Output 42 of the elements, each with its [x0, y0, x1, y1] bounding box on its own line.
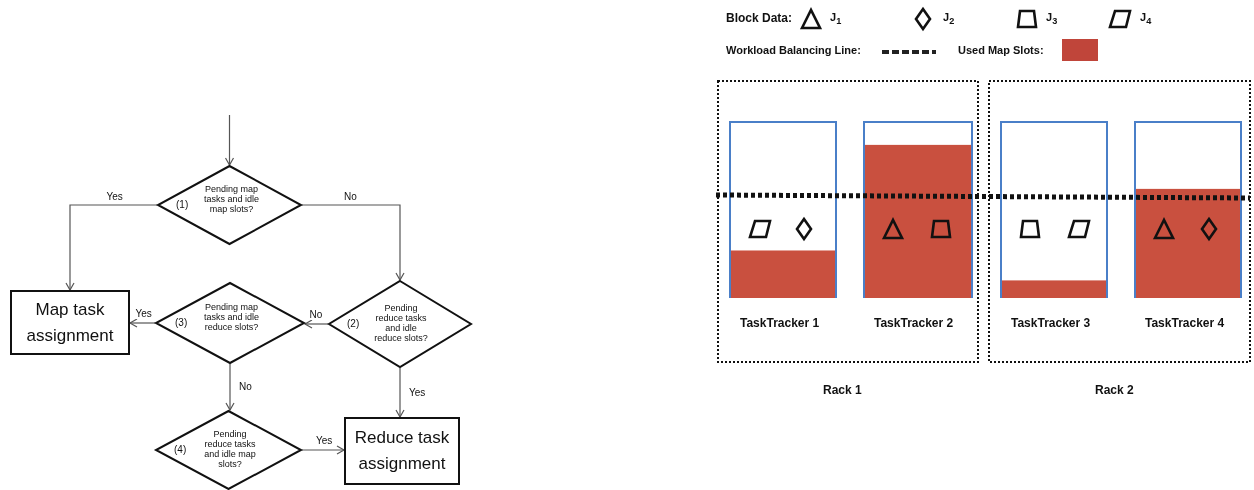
- rack-label: Rack 2: [1095, 383, 1134, 397]
- edge-label: Yes: [134, 308, 153, 319]
- edge-label: Yes: [408, 386, 427, 398]
- legend-label: J$_{2}$: [943, 11, 955, 27]
- legend-label: J$_{1}$: [830, 11, 842, 27]
- legend-label: J$_{4}$: [1140, 11, 1152, 27]
- arrow: [129, 318, 156, 328]
- step-number: (3): [175, 317, 188, 328]
- edge-label: No: [308, 309, 324, 320]
- decision-text: Pending map tasks and idle map slots?: [202, 184, 260, 214]
- legend-label: Workload Balancing Line:: [726, 44, 861, 56]
- edge-label: No: [343, 191, 358, 202]
- edge-label: Yes: [105, 191, 124, 202]
- legend-heading: Block Data:: [726, 11, 793, 25]
- edge-label: Yes: [315, 435, 334, 446]
- decision-diamond: [155, 410, 302, 490]
- arrow: [225, 363, 235, 411]
- tasktracker-label: TaskTracker 1: [740, 316, 820, 330]
- arrow: [65, 204, 158, 291]
- edge-label: No: [238, 381, 253, 392]
- decision-text: Pending reduce tasks and idle reduce slots?: [373, 303, 429, 343]
- process-box: Map task assignment: [10, 290, 130, 355]
- step-number: (1): [176, 199, 189, 210]
- arrow: [301, 204, 405, 281]
- arrow: [301, 445, 345, 455]
- step-number: (2): [347, 318, 360, 329]
- legend-label: Used Map Slots:: [958, 44, 1044, 56]
- tasktracker-label: TaskTracker 3: [1011, 316, 1091, 330]
- arrow: [304, 319, 329, 329]
- process-box: Reduce task assignment: [344, 417, 460, 485]
- tasktracker-label: TaskTracker 4: [1145, 316, 1225, 330]
- rack-label: Rack 1: [823, 383, 862, 397]
- decision-diamond: [155, 282, 305, 364]
- step-number: (4): [174, 444, 187, 455]
- decision-text: Pending reduce tasks and idle map slots?: [203, 429, 257, 469]
- tasktracker-label: TaskTracker 2: [874, 316, 954, 330]
- decision-diamond: [157, 165, 302, 245]
- arrow: [395, 367, 405, 418]
- legend-label: J$_{3}$: [1046, 11, 1058, 27]
- decision-text: Pending map tasks and idle reduce slots?: [202, 302, 260, 332]
- arrow: [224, 114, 235, 166]
- decision-diamond: [328, 280, 472, 368]
